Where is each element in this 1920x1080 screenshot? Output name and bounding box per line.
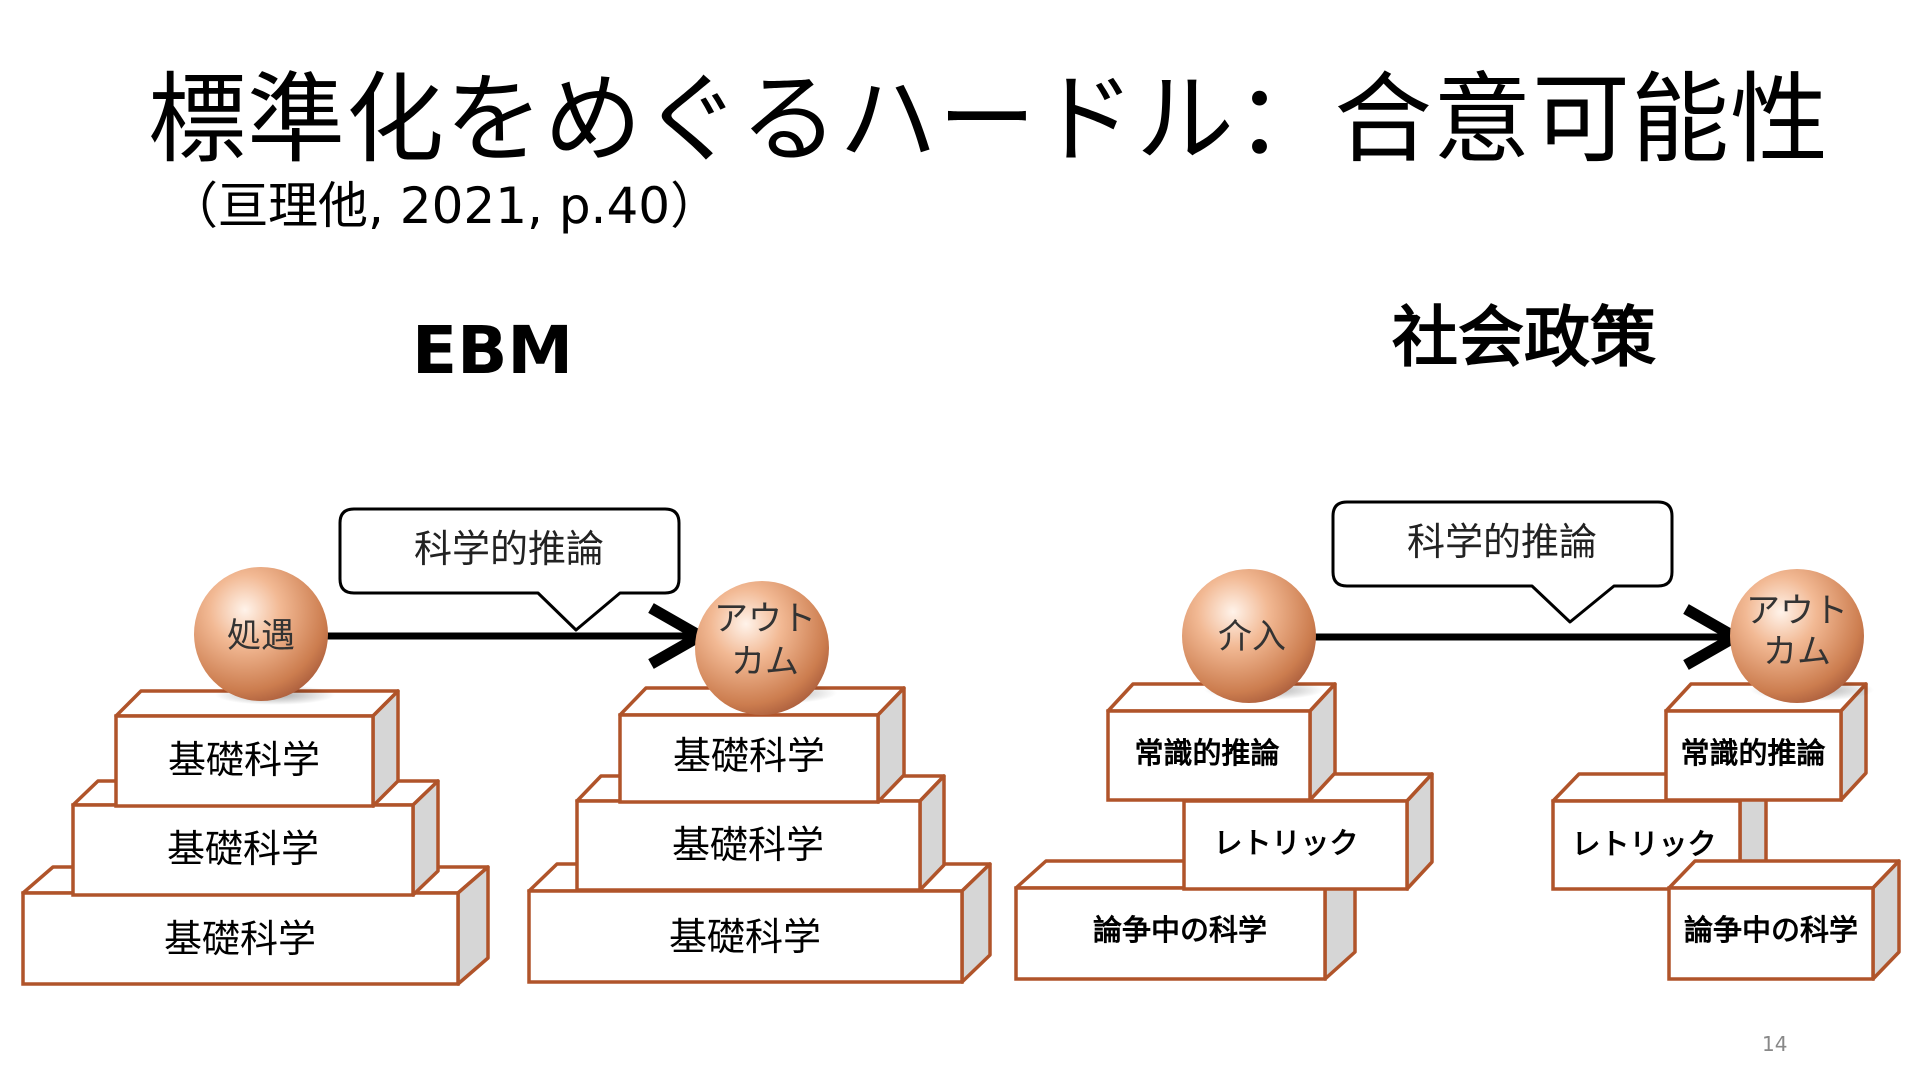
block-label: 常識的推論 bbox=[1134, 736, 1279, 770]
social-intervention-ball: 介入 bbox=[1182, 569, 1324, 703]
ebm-heading: EBM bbox=[412, 312, 574, 389]
ball-label-line2: カム bbox=[731, 642, 799, 682]
social-outcome-ball: アウト カム bbox=[1730, 569, 1874, 703]
stack-block: 基礎科学 bbox=[618, 686, 906, 804]
stack-block: 基礎科学 bbox=[114, 689, 400, 808]
ebm-left-stack: 基礎科学 基礎科学 基礎科学 bbox=[21, 689, 490, 986]
stack-block: 常識的推論 bbox=[1664, 682, 1868, 802]
callout-text: 科学的推論 bbox=[414, 527, 604, 571]
ball-label-line1: アウト bbox=[1746, 591, 1848, 631]
block-label: 論争中の科学 bbox=[1684, 913, 1858, 947]
block-label: 基礎科学 bbox=[669, 915, 821, 959]
block-label: 基礎科学 bbox=[672, 823, 824, 867]
social-left-blocks: 論争中の科学 レトリック 常識的推論 bbox=[1014, 682, 1434, 981]
block-label: レトリック bbox=[1213, 826, 1358, 860]
ball-label: 介入 bbox=[1218, 617, 1286, 657]
stack-block: 論争中の科学 bbox=[1014, 859, 1357, 981]
block-label: 基礎科学 bbox=[673, 734, 825, 778]
page-number: 14 bbox=[1762, 1032, 1788, 1056]
callout-text: 科学的推論 bbox=[1407, 520, 1597, 564]
sphere-icon bbox=[194, 567, 328, 701]
slide-title: 標準化をめぐるハードル：合意可能性 bbox=[148, 63, 1830, 177]
ebm-callout: 科学的推論 bbox=[338, 507, 681, 632]
ebm-treatment-ball: 処遇 bbox=[194, 567, 335, 705]
stack-block: 論争中の科学 bbox=[1667, 859, 1901, 981]
block-label: 基礎科学 bbox=[167, 827, 319, 871]
ball-label: 処遇 bbox=[227, 616, 295, 656]
social-callout: 科学的推論 bbox=[1331, 500, 1674, 624]
block-label: 常識的推論 bbox=[1680, 736, 1825, 770]
social-right-blocks: レトリック 論争中の科学 常識的推論 bbox=[1551, 682, 1901, 981]
ball-label-line1: アウト bbox=[714, 599, 816, 639]
block-label: 基礎科学 bbox=[168, 738, 320, 782]
social-policy-heading: 社会政策 bbox=[1392, 299, 1656, 376]
sphere-icon bbox=[695, 581, 829, 715]
sphere-icon bbox=[1182, 569, 1316, 703]
slide-citation: （亘理他, 2021, p.40） bbox=[168, 177, 721, 235]
ebm-right-stack: 基礎科学 基礎科学 基礎科学 bbox=[527, 686, 992, 984]
stack-block: 常識的推論 bbox=[1106, 682, 1337, 802]
block-label: 論争中の科学 bbox=[1093, 913, 1267, 947]
ebm-outcome-ball: アウト カム bbox=[695, 581, 837, 715]
sphere-icon bbox=[1730, 569, 1864, 703]
block-label: レトリック bbox=[1571, 827, 1716, 861]
block-label: 基礎科学 bbox=[164, 917, 316, 961]
ball-label-line2: カム bbox=[1763, 632, 1831, 672]
